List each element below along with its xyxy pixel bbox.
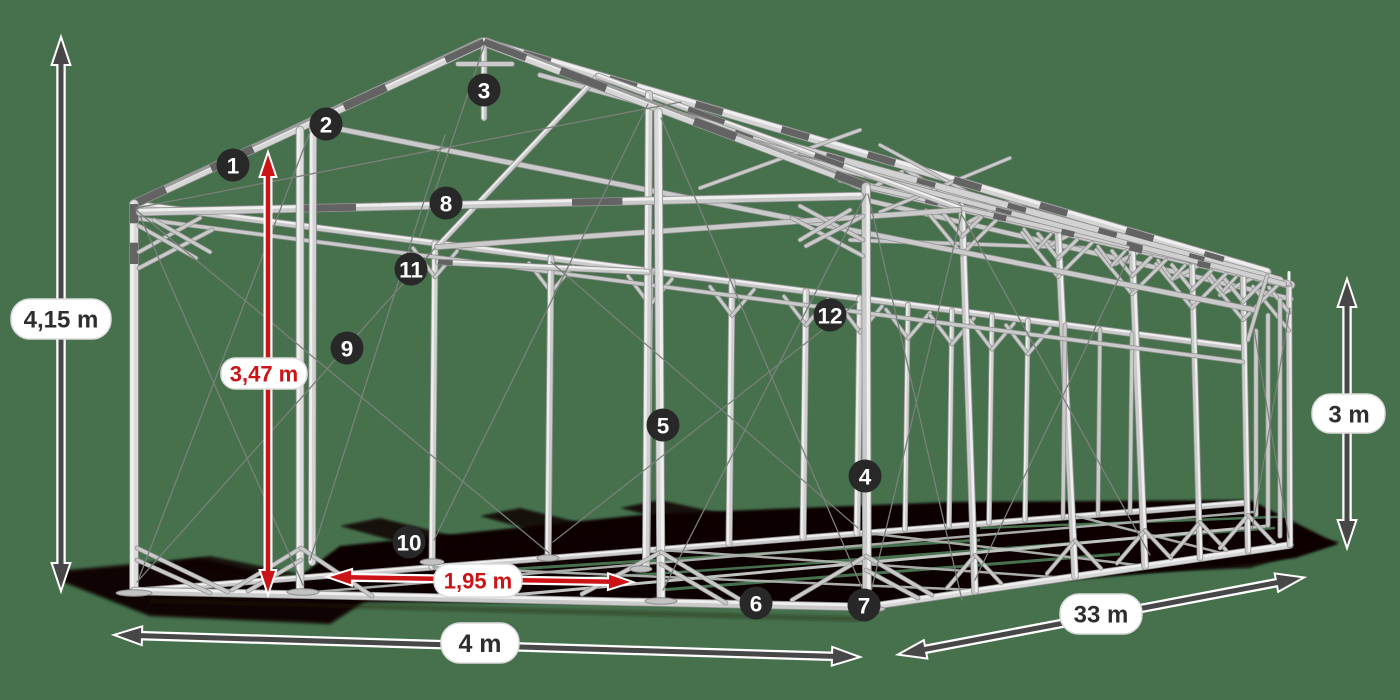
svg-text:3,47 m: 3,47 m — [230, 362, 299, 387]
svg-text:3 m: 3 m — [1328, 402, 1369, 429]
svg-text:5: 5 — [657, 414, 670, 439]
svg-text:33 m: 33 m — [1074, 602, 1129, 629]
svg-text:6: 6 — [750, 592, 763, 617]
svg-text:4: 4 — [859, 465, 872, 490]
svg-text:3: 3 — [478, 79, 491, 104]
svg-text:8: 8 — [440, 192, 453, 217]
svg-text:12: 12 — [817, 304, 842, 329]
svg-text:4 m: 4 m — [458, 630, 501, 658]
svg-text:2: 2 — [320, 113, 333, 138]
svg-text:11: 11 — [399, 258, 423, 283]
svg-text:9: 9 — [341, 337, 354, 362]
svg-text:1: 1 — [227, 154, 240, 179]
svg-text:10: 10 — [396, 531, 421, 556]
svg-text:1,95 m: 1,95 m — [444, 569, 513, 594]
svg-text:7: 7 — [858, 594, 871, 619]
svg-text:4,15 m: 4,15 m — [24, 307, 99, 334]
